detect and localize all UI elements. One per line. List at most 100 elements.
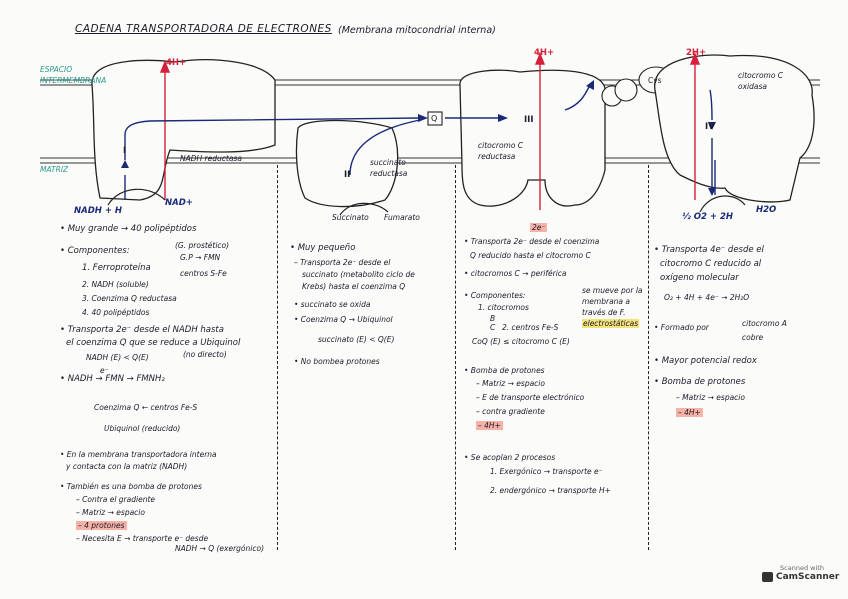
c3-line-5c: C <box>490 323 496 332</box>
proton-arrows <box>159 52 701 210</box>
c3-line-0-text: 2e⁻ <box>530 223 548 232</box>
c3-line-14: 1. Exergónico → transporte e⁻ <box>490 467 603 476</box>
c1-line-8: el coenzima Q que se reduce a Ubiquinol <box>66 338 241 348</box>
c3-line-1: • Transporta 2e⁻ desde el coenzima <box>464 237 600 246</box>
c1-line-14: y contacta con la matriz (NADH) <box>66 462 188 471</box>
c1-line-9b: (no directo) <box>183 350 227 359</box>
separator-3 <box>648 165 649 550</box>
page-title: CADENA TRANSPORTADORA DE ELECTRONES <box>75 23 332 35</box>
c2-line-4: Krebs) hasta el coenzima Q <box>302 282 406 291</box>
c3-line-6: 2. centros Fe-S <box>502 323 559 332</box>
c4-line-5: • Formado por <box>654 323 709 332</box>
c1-line-5: 3. Coenzima Q reductasa <box>82 294 177 303</box>
c4-line-5b: cobre <box>742 333 764 342</box>
c1-line-16: – Contra el gradiente <box>76 495 156 504</box>
c3-line-3d: través de F. <box>582 308 626 317</box>
c1-line-6: 4. 40 polipéptidos <box>82 308 150 317</box>
c4-line-9-text: – 4H+ <box>676 408 703 417</box>
c3-line-10: – E de transporte electrónico <box>476 393 585 402</box>
camscanner-watermark: Scanned with CamScanner <box>762 564 842 582</box>
camscanner-icon <box>762 572 773 582</box>
cytochrome-c-bubbles <box>601 66 674 107</box>
c4-line-1: • Transporta 4e⁻ desde el <box>654 245 764 255</box>
c4-line-3: oxígeno molecular <box>660 273 739 283</box>
c3-line-5: 1. citocromos <box>478 303 529 312</box>
complex-i-protons: 4H+ <box>166 58 187 68</box>
c3-line-12: – 4H+ <box>476 420 503 431</box>
c1-line-20: NADH → Q (exergónico) <box>175 544 264 553</box>
complex-iii-roman: III <box>524 115 534 125</box>
c4-line-9: – 4H+ <box>676 407 703 418</box>
c3-line-2: Q reducido hasta el citocromo C <box>470 251 591 260</box>
label-espacio: ESPACIO INTERMEMBRANA <box>40 65 107 85</box>
complex-ii-roman: II <box>344 170 351 180</box>
c3-line-7: CoQ (E) ≤ citocromo C (E) <box>472 337 570 346</box>
scanner-line-2: CamScanner <box>776 572 840 582</box>
c1-line-10: • NADH → FMN → FMNH₂ <box>60 374 165 384</box>
complex-iv-output: H2O <box>756 205 777 215</box>
c3-line-9: – Matriz → espacio <box>476 379 545 388</box>
complex-iv-name: citocromo C oxidasa <box>738 71 784 91</box>
c2-line-3: succinato (metabolito ciclo de <box>302 270 415 279</box>
c4-line-4: O₂ + 4H + 4e⁻ → 2H₂O <box>664 293 750 302</box>
c4-line-6: • Mayor potencial redox <box>654 356 757 366</box>
c1-line-11: Coenzima Q ← centros Fe-S <box>94 403 198 412</box>
c3-line-13: • Se acoplan 2 procesos <box>464 453 556 462</box>
c2-line-1: • Muy pequeño <box>290 243 356 253</box>
c4-line-7: • Bomba de protones <box>654 377 746 387</box>
cys-label: Cys <box>648 76 662 85</box>
c1-line-2: • Componentes: <box>60 246 130 256</box>
c1-line-17: – Matriz → espacio <box>76 508 145 517</box>
label-matriz: MATRIZ <box>40 165 69 174</box>
c2-line-6: • Coenzima Q → Ubiquinol <box>294 315 393 324</box>
complex-iv-protons: 2H+ <box>686 48 707 58</box>
c1-line-18-text: – 4 protones <box>76 521 127 530</box>
complex-i-input: NADH + H <box>74 206 123 216</box>
c1-line-19: – Necesita E → transporte e⁻ desde <box>76 534 209 543</box>
q-box <box>427 111 443 126</box>
c1-brace-note: (G. prostético) <box>175 241 230 250</box>
c2-line-8: • No bombea protones <box>294 357 380 366</box>
c3-line-0: 2e⁻ <box>530 222 548 233</box>
c2-line-2: – Transporta 2e⁻ desde el <box>294 258 391 267</box>
c2-line-7: succinato (E) < Q(E) <box>318 335 395 344</box>
q-label: Q <box>431 114 438 123</box>
c3-line-8: • Bomba de protones <box>464 366 545 375</box>
complex-i-name: NADH reductasa <box>180 154 242 163</box>
c3-line-15: 2. endergónico → transporte H+ <box>490 486 611 495</box>
scanner-line-1: Scanned with <box>780 564 824 572</box>
complex-iii-shape <box>459 69 606 207</box>
c1-line-13: • En la membrana transportadora interna <box>60 450 217 459</box>
c1-line-7: • Transporta 2e⁻ desde el NADH hasta <box>60 325 224 335</box>
substrate-arrows <box>107 188 746 216</box>
complex-ii-input: Succinato <box>332 213 369 222</box>
c3-line-12-text: – 4H+ <box>476 421 503 430</box>
c1-line-3: 1. Ferroproteína <box>82 263 151 273</box>
c1-line-3a: G.P → FMN <box>180 253 221 262</box>
c2-line-5: • succinato se oxida <box>294 300 371 309</box>
c4-line-8: – Matriz → espacio <box>676 393 745 402</box>
c3-line-3: • citocromos C → periférica <box>464 269 567 278</box>
complex-ii-name: succinato reductasa <box>370 158 408 178</box>
c3-line-5b: B <box>490 314 496 323</box>
complex-iv-roman: IV <box>705 122 715 132</box>
complex-i-roman: I <box>123 146 127 156</box>
c1-line-18: – 4 protones <box>76 520 127 531</box>
electron-arrowheads <box>121 80 716 196</box>
c3-line-3e: electrostáticas <box>582 318 640 329</box>
c4-line-2: citocromo C reducido al <box>660 259 762 269</box>
c4-line-5a: citocromo A <box>742 319 787 328</box>
page-subtitle: (Membrana mitocondrial interna) <box>338 25 496 36</box>
complex-iii-protons: 4H+ <box>534 48 555 58</box>
c1-line-1: • Muy grande → 40 polipéptidos <box>60 224 197 234</box>
separator-1 <box>277 165 278 550</box>
complex-ii-output: Fumarato <box>384 213 420 222</box>
c1-line-3b: centros S-Fe <box>180 269 227 278</box>
c1-line-12: Ubiquinol (reducido) <box>104 424 181 433</box>
c3-line-3e-text: electrostáticas <box>582 319 640 328</box>
c1-line-15: • También es una bomba de protones <box>60 482 202 491</box>
complex-iii-name: citocromo C reductasa <box>478 141 524 161</box>
complex-iv-input: ½ O2 + 2H <box>682 212 733 222</box>
complex-i-output: NAD+ <box>165 198 193 208</box>
